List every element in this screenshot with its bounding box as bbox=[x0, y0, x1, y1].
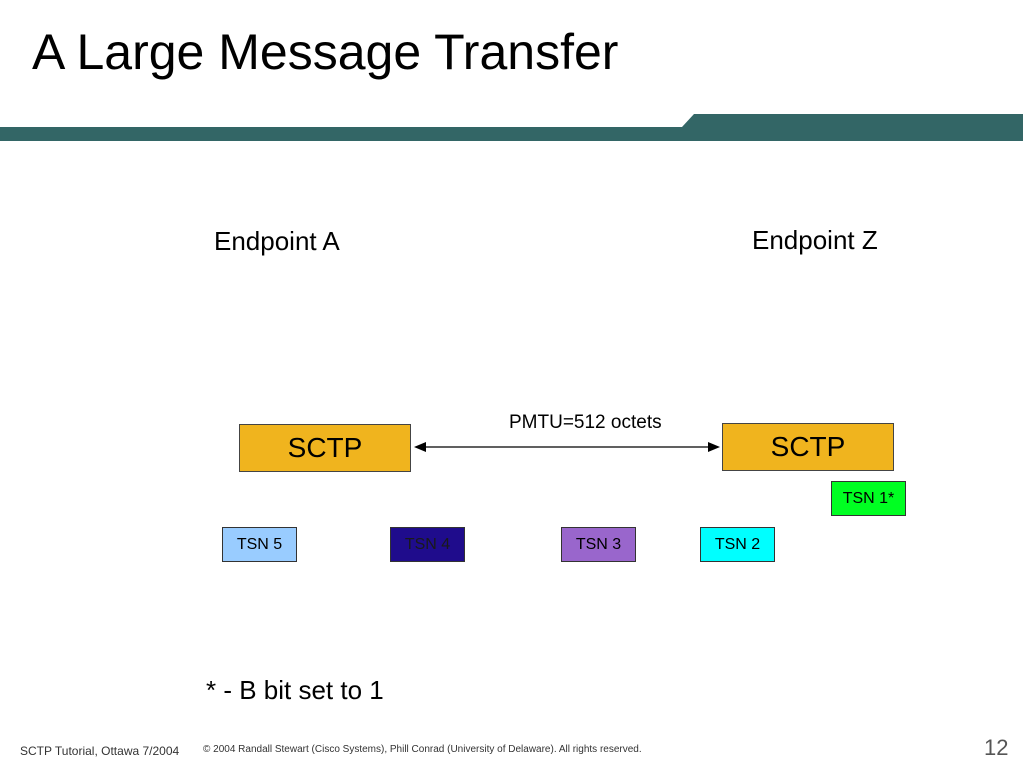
pmtu-double-arrow bbox=[414, 442, 720, 452]
tsn-1-chunk: TSN 1* bbox=[831, 481, 906, 516]
sctp-box-a-label: SCTP bbox=[287, 432, 363, 463]
pmtu-arrowhead-right bbox=[708, 442, 720, 452]
tsn-2-label: TSN 2 bbox=[714, 535, 761, 553]
title-bar-band bbox=[0, 127, 1023, 141]
footer-copyright: © 2004 Randall Stewart (Cisco Systems), … bbox=[203, 744, 642, 755]
tsn-5-chunk: TSN 5 bbox=[222, 527, 297, 562]
page-number: 12 bbox=[984, 735, 1009, 760]
tsn-4-chunk: TSN 4 bbox=[390, 527, 465, 562]
title-bar bbox=[0, 114, 1023, 141]
tsn-3-chunk: TSN 3 bbox=[561, 527, 636, 562]
slide-title: A Large Message Transfer bbox=[32, 24, 619, 80]
endpoint-a-label: Endpoint A bbox=[214, 226, 340, 256]
sctp-box-a: SCTP bbox=[239, 424, 411, 472]
tsn-1-label: TSN 1* bbox=[842, 489, 895, 507]
footer-left-text: SCTP Tutorial, Ottawa 7/2004 bbox=[20, 744, 180, 758]
sctp-box-z-label: SCTP bbox=[770, 431, 846, 462]
tsn-3-label: TSN 3 bbox=[575, 535, 622, 553]
tsn-2-chunk: TSN 2 bbox=[700, 527, 775, 562]
endpoint-z-label: Endpoint Z bbox=[752, 225, 878, 255]
footnote: * - B bit set to 1 bbox=[206, 675, 384, 705]
title-bar-step bbox=[682, 114, 1023, 127]
tsn-4-label: TSN 4 bbox=[404, 535, 451, 553]
pmtu-label: PMTU=512 octets bbox=[509, 412, 662, 433]
pmtu-arrowhead-left bbox=[414, 442, 426, 452]
tsn-5-label: TSN 5 bbox=[236, 535, 283, 553]
sctp-box-z: SCTP bbox=[722, 423, 894, 471]
